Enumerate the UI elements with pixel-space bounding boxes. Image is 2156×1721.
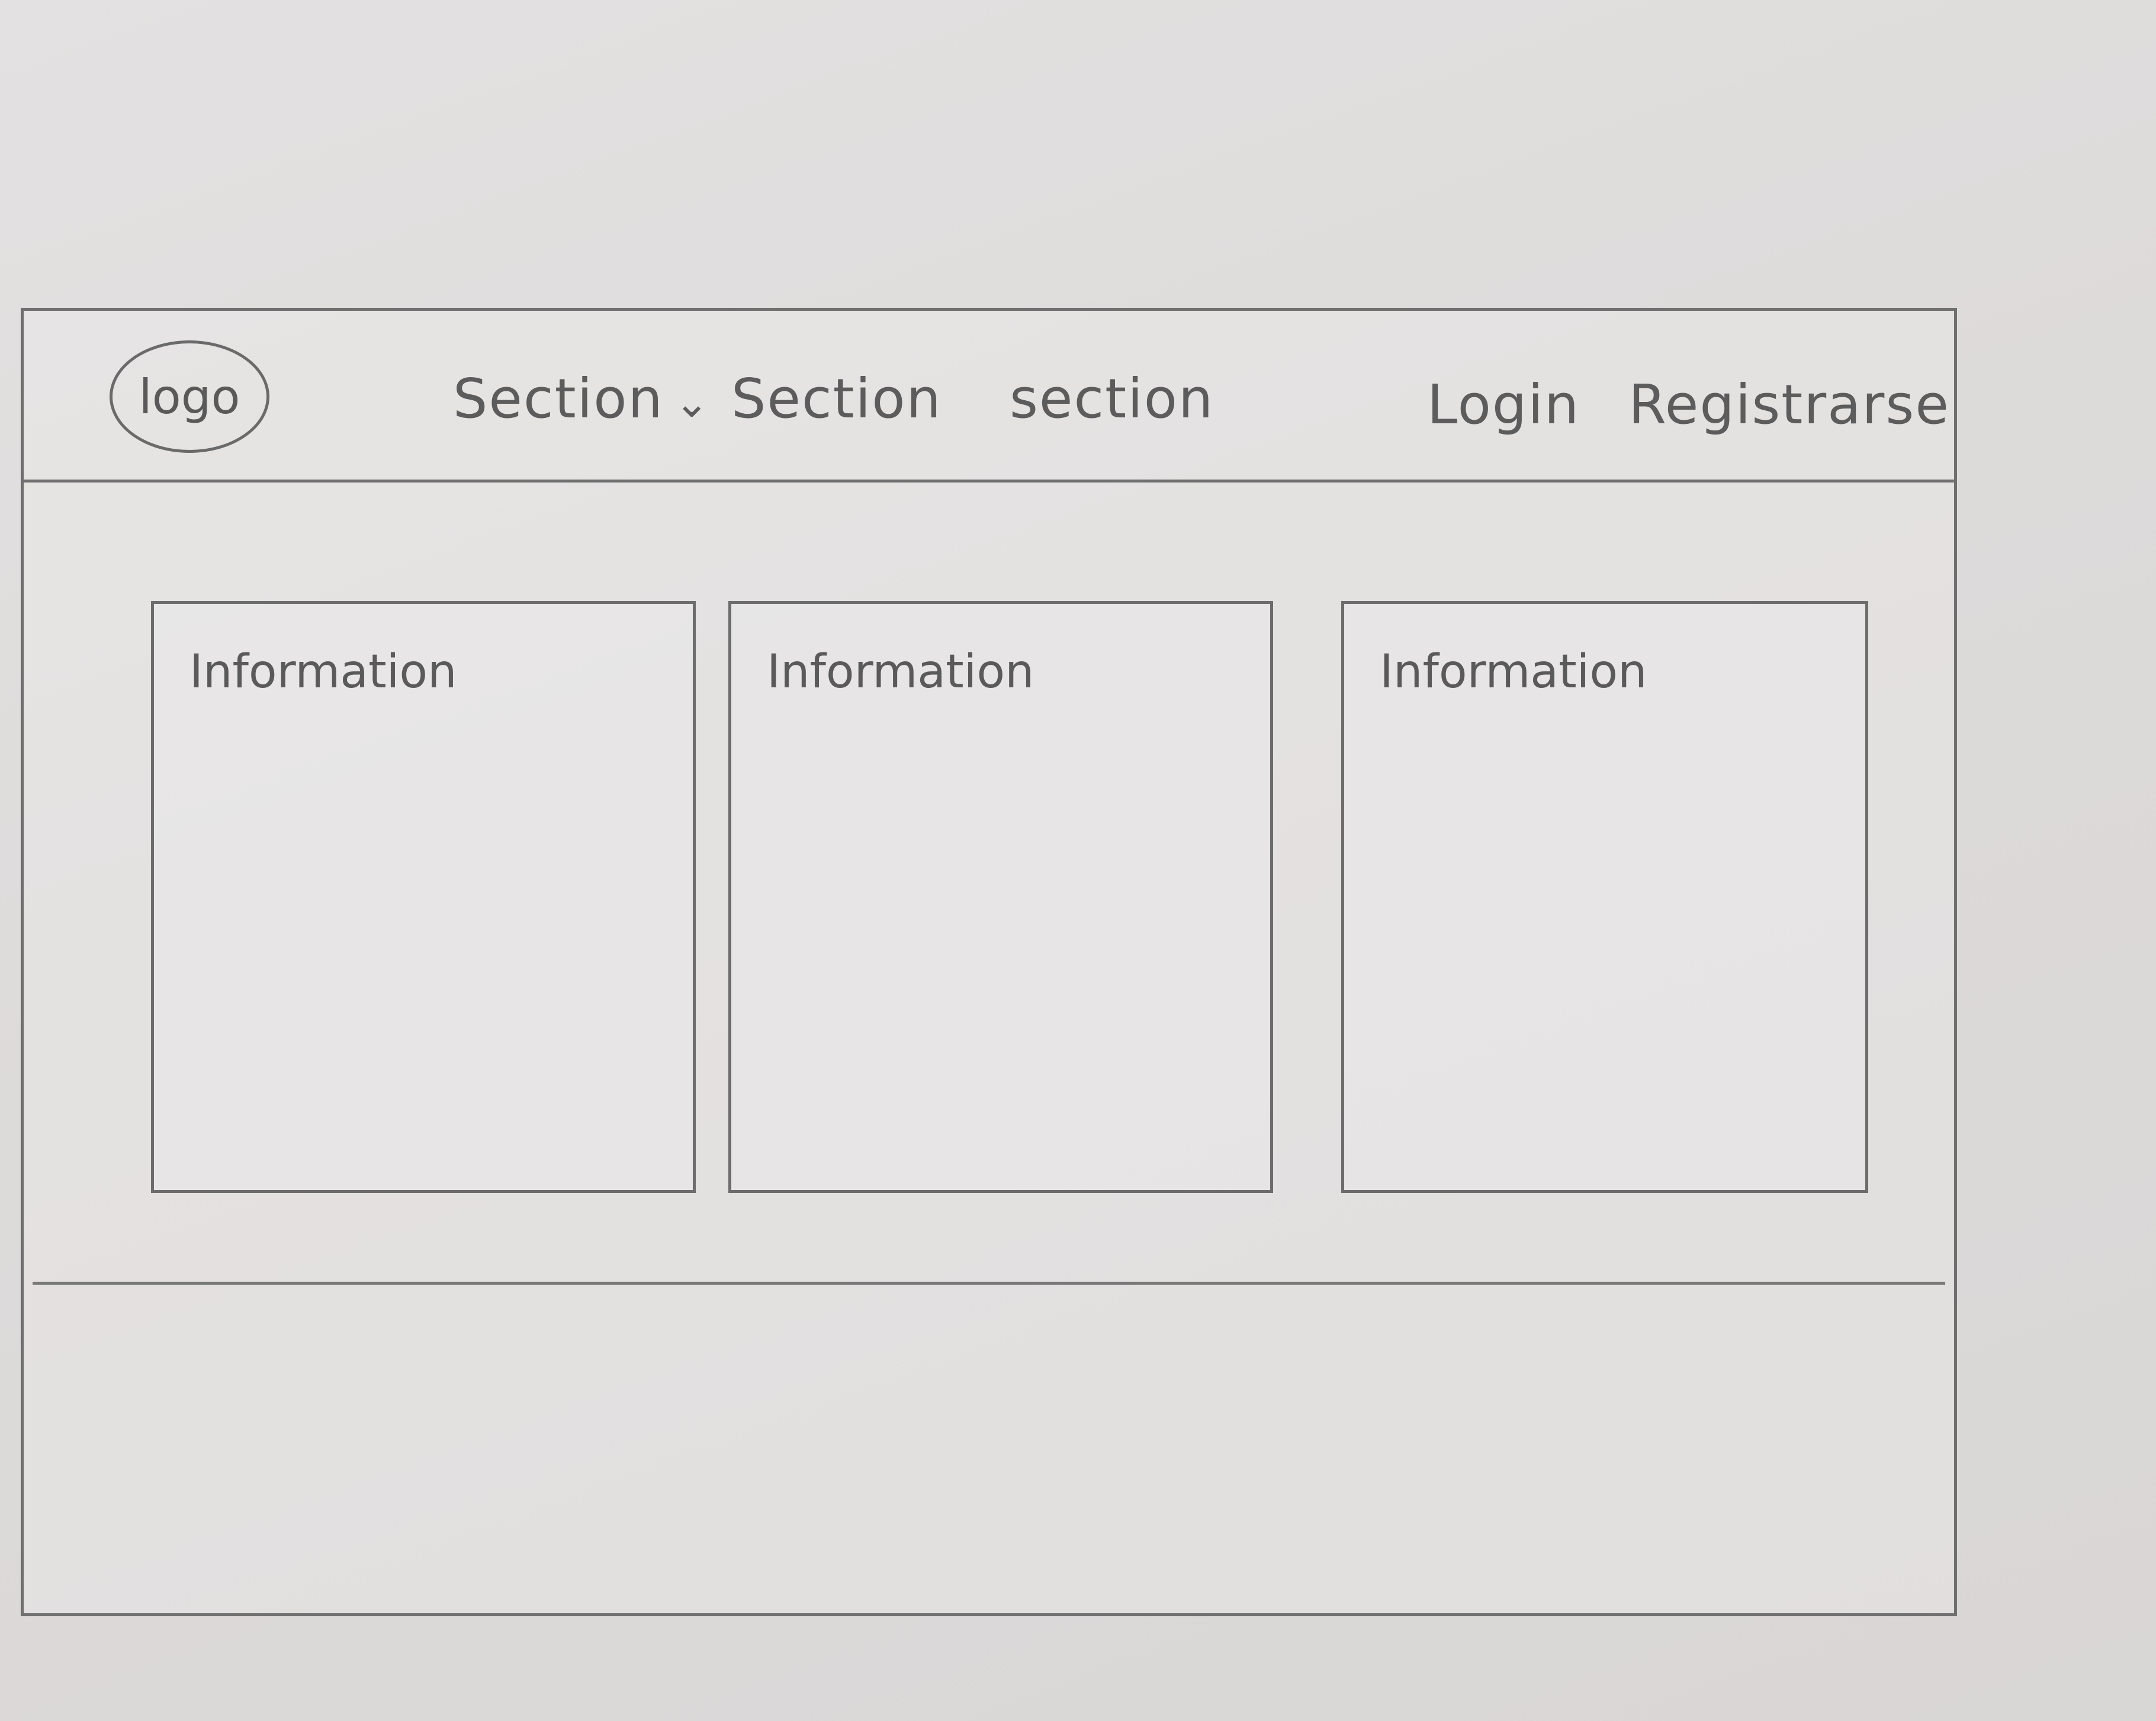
chevron-down-icon: ⌄ bbox=[674, 378, 711, 427]
footer-divider bbox=[33, 1282, 1945, 1285]
nav-item-label: Section bbox=[731, 367, 942, 430]
logo[interactable]: logo bbox=[110, 340, 269, 453]
nav-item-label: section bbox=[1010, 367, 1214, 430]
card-title: Information bbox=[1380, 645, 1647, 699]
card-title: Information bbox=[189, 645, 457, 699]
logo-label: logo bbox=[139, 369, 240, 424]
page-frame: logo Section⌄ Section section Login Regi… bbox=[21, 308, 1957, 1616]
nav-item-section-dropdown[interactable]: Section⌄ bbox=[453, 367, 710, 430]
nav-item-section-2[interactable]: Section bbox=[731, 367, 942, 430]
register-label: Registrarse bbox=[1628, 373, 1950, 436]
register-link[interactable]: Registrarse bbox=[1628, 373, 1950, 436]
info-card: Information bbox=[1341, 601, 1868, 1193]
nav-item-label: Section bbox=[453, 367, 664, 430]
info-card: Information bbox=[151, 601, 696, 1193]
info-card: Information bbox=[728, 601, 1273, 1193]
login-link[interactable]: Login bbox=[1427, 373, 1580, 436]
header-divider bbox=[24, 480, 1954, 482]
login-label: Login bbox=[1427, 373, 1580, 436]
nav-item-section-3[interactable]: section bbox=[1010, 367, 1214, 430]
card-title: Information bbox=[767, 645, 1034, 699]
